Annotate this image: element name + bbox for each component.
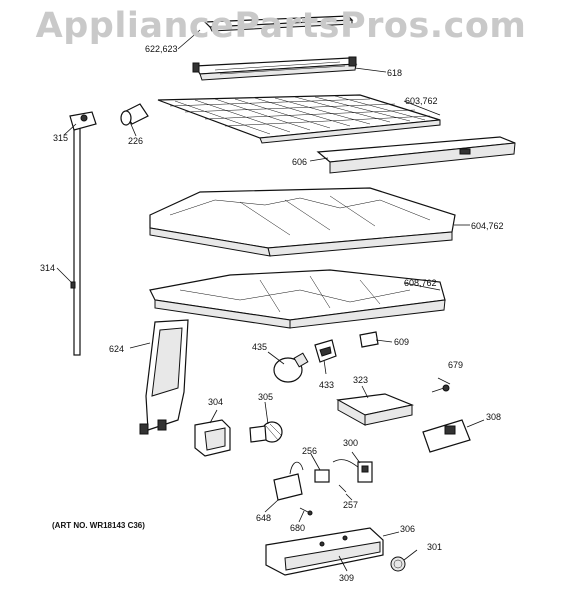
callout-608-762: 608,762: [404, 278, 437, 288]
callout-433: 433: [319, 380, 335, 390]
part-308-bracket: [422, 419, 471, 453]
callout-648: 648: [256, 513, 272, 523]
part-315-314-rod: [69, 111, 97, 356]
part-604-shelf: [149, 187, 456, 257]
callout-604-762: 604,762: [471, 221, 504, 231]
callout-300: 300: [343, 438, 359, 448]
callout-257: 257: [343, 500, 359, 510]
callout-679: 679: [448, 360, 464, 370]
callout-309: 309: [339, 573, 355, 583]
callout-609: 609: [394, 337, 410, 347]
callout-301: 301: [427, 542, 443, 552]
callout-314: 314: [40, 263, 56, 273]
part-648-relay: [273, 461, 304, 501]
art-number: (ART NO. WR18143 C36): [52, 521, 145, 530]
callout-315: 315: [53, 133, 69, 143]
callout-603-762: 603,762: [405, 96, 438, 106]
part-306-housing: [265, 527, 384, 576]
part-606-trim: [316, 136, 516, 174]
part-257-screw: [338, 484, 347, 493]
part-622-rail: [203, 15, 354, 32]
part-304-block: [194, 419, 231, 457]
part-618-cover: [192, 56, 358, 81]
part-680-screw: [299, 507, 313, 516]
part-624-channel: [139, 319, 189, 435]
part-323-bracket: [336, 393, 415, 426]
callout-435: 435: [252, 342, 268, 352]
callout-680: 680: [290, 523, 306, 533]
part-603-shelf: [157, 94, 441, 144]
part-608-pan: [149, 269, 446, 329]
callout-305: 305: [258, 392, 274, 402]
callout-256: 256: [302, 446, 318, 456]
callout-323: 323: [353, 375, 369, 385]
callout-624: 624: [109, 344, 125, 354]
callout-226: 226: [128, 136, 144, 146]
part-305-thermostat: [249, 421, 283, 443]
part-433-socket: [314, 339, 337, 363]
callout-306: 306: [400, 524, 416, 534]
callout-308: 308: [486, 412, 502, 422]
callout-606: 606: [292, 157, 308, 167]
callout-304: 304: [208, 397, 224, 407]
part-679-screw: [431, 384, 450, 393]
part-301-knob: [390, 556, 406, 572]
part-609-clip: [359, 331, 379, 348]
callout-618: 618: [387, 68, 403, 78]
part-300-harness: [332, 459, 373, 483]
leader-lines: [56, 29, 485, 572]
part-226-knob: [120, 103, 149, 126]
callout-622-623: 622,623: [145, 44, 178, 54]
part-435-bulb: [273, 352, 309, 383]
part-256-connector: [314, 469, 330, 483]
